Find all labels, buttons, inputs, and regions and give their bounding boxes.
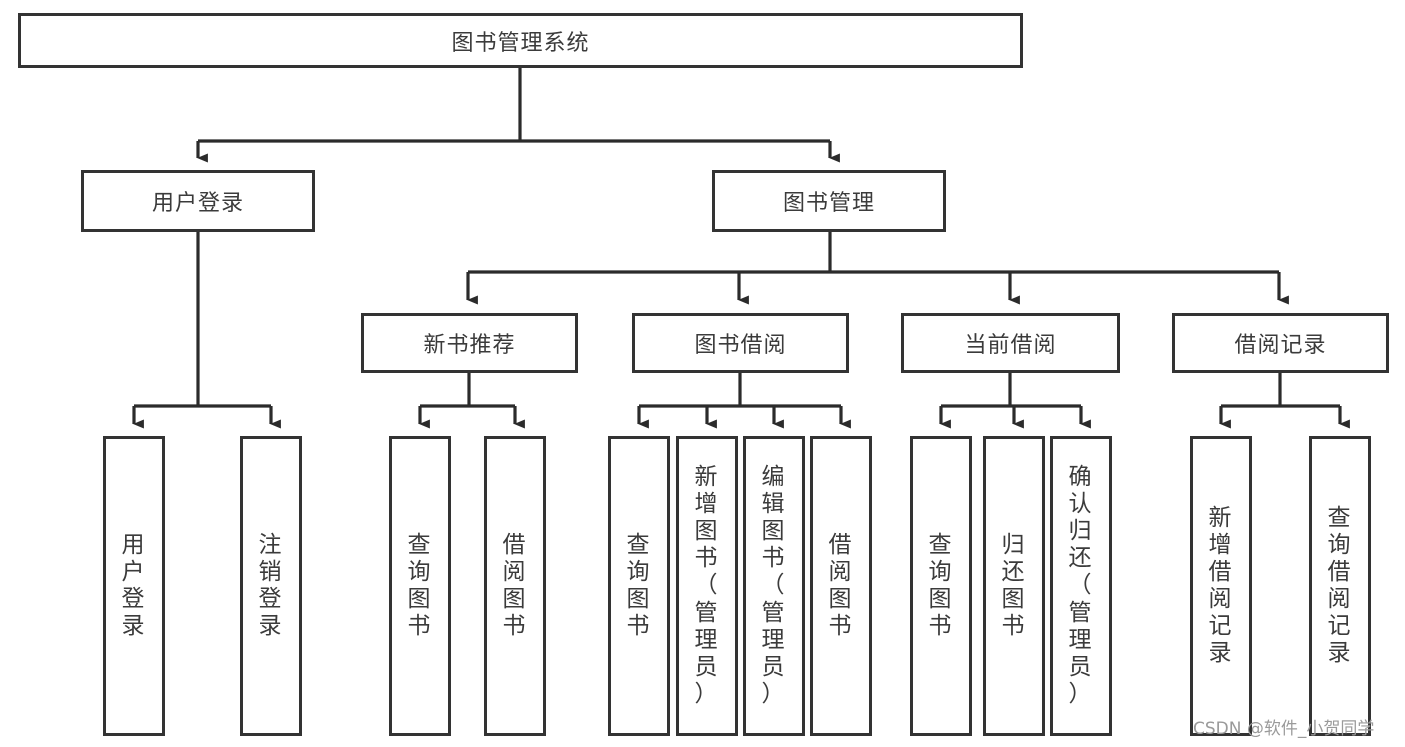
leaf-label: 归 还 图 书	[1001, 531, 1027, 640]
node-book-management[interactable]: 图书管理	[712, 170, 946, 232]
leaf-label: 查 询 图 书	[407, 531, 433, 640]
node-current-borrow-label: 当前借阅	[964, 333, 1057, 358]
leaf-node[interactable]: 新 增 图 书 （ 管 理 员 ）	[676, 436, 738, 736]
leaf-label: 注 销 登 录	[258, 531, 284, 640]
node-user-login[interactable]: 用户登录	[81, 170, 315, 232]
leaf-label: 用 户 登 录	[121, 531, 147, 640]
leaf-node[interactable]: 查 询 图 书	[910, 436, 972, 736]
leaf-label: 查 询 图 书	[928, 531, 954, 640]
leaf-label: 编 辑 图 书 （ 管 理 员 ）	[761, 463, 787, 707]
leaf-label: 借 阅 图 书	[502, 531, 528, 640]
node-current-borrow[interactable]: 当前借阅	[901, 313, 1120, 373]
leaf-label: 借 阅 图 书	[828, 531, 854, 640]
leaf-node[interactable]: 查 询 借 阅 记 录	[1309, 436, 1371, 736]
leaf-node[interactable]: 新 增 借 阅 记 录	[1190, 436, 1252, 736]
node-user-login-label: 用户登录	[151, 191, 244, 216]
node-new-book-recommend[interactable]: 新书推荐	[361, 313, 578, 373]
node-new-book-recommend-label: 新书推荐	[423, 333, 516, 358]
leaf-node[interactable]: 编 辑 图 书 （ 管 理 员 ）	[743, 436, 805, 736]
leaf-node[interactable]: 借 阅 图 书	[484, 436, 546, 736]
node-book-borrow[interactable]: 图书借阅	[632, 313, 849, 373]
node-root[interactable]: 图书管理系统	[18, 13, 1023, 68]
node-root-label: 图书管理系统	[451, 30, 590, 56]
leaf-node[interactable]: 查 询 图 书	[389, 436, 451, 736]
node-book-borrow-label: 图书借阅	[694, 333, 787, 358]
leaf-node[interactable]: 用 户 登 录	[103, 436, 165, 736]
leaf-label: 查 询 借 阅 记 录	[1327, 504, 1353, 667]
node-borrow-record-label: 借阅记录	[1234, 333, 1327, 358]
leaf-node[interactable]: 确 认 归 还 （ 管 理 员 ）	[1050, 436, 1112, 736]
watermark-text: CSDN @软件_小贺同学	[1193, 719, 1375, 739]
leaf-node[interactable]: 注 销 登 录	[240, 436, 302, 736]
node-book-management-label: 图书管理	[782, 191, 875, 216]
leaf-label: 新 增 图 书 （ 管 理 员 ）	[694, 463, 720, 707]
node-borrow-record[interactable]: 借阅记录	[1172, 313, 1389, 373]
leaf-label: 确 认 归 还 （ 管 理 员 ）	[1068, 463, 1094, 707]
leaf-node[interactable]: 查 询 图 书	[608, 436, 670, 736]
leaf-label: 查 询 图 书	[626, 531, 652, 640]
leaf-node[interactable]: 借 阅 图 书	[810, 436, 872, 736]
leaf-label: 新 增 借 阅 记 录	[1208, 504, 1234, 667]
leaf-node[interactable]: 归 还 图 书	[983, 436, 1045, 736]
